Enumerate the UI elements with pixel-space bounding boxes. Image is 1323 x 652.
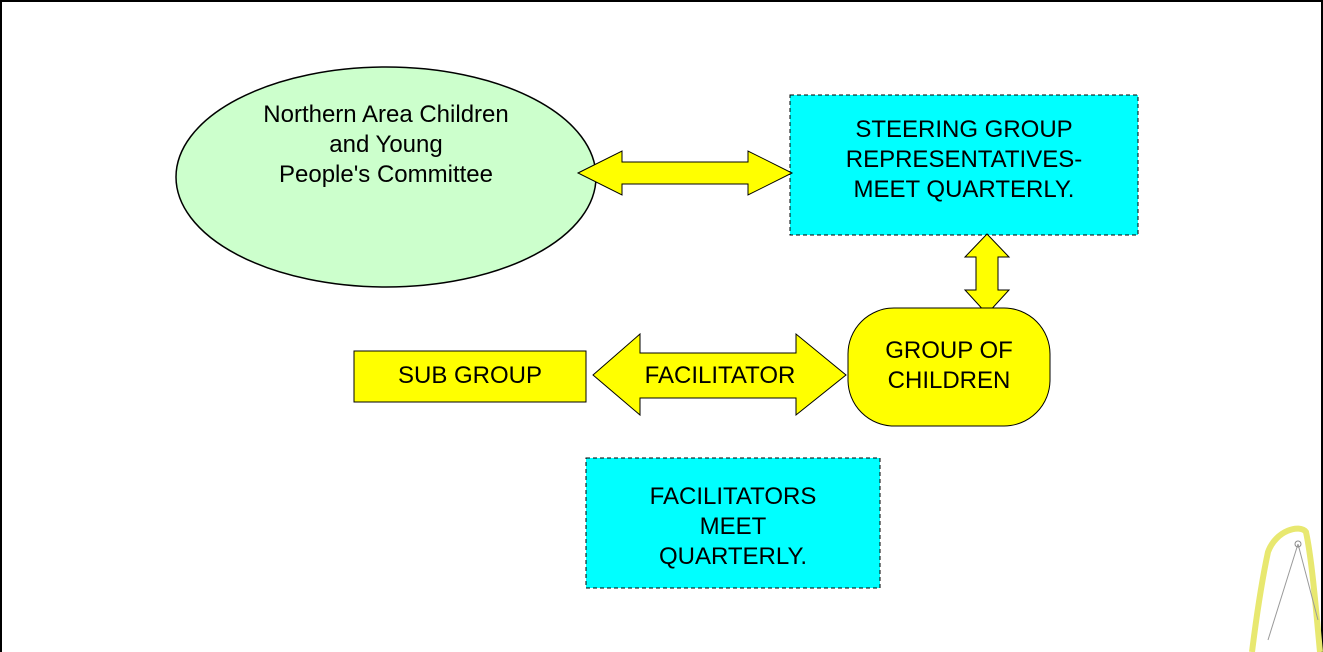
facilitator-text: FACILITATOR	[644, 362, 796, 389]
facilitators-meet-box	[585, 457, 881, 589]
committee-line-3: People's Committee	[278, 161, 493, 188]
decorative-sketch-dot	[1294, 540, 1302, 548]
decorative-sketch-lines	[1267, 543, 1319, 641]
steering-line-3: MEET QUARTERLY.	[853, 176, 1075, 203]
steering-group-box	[789, 94, 1139, 236]
facilitators-line-2: MEET	[699, 513, 767, 540]
sub-group-box	[353, 350, 587, 403]
group-of-children-shape	[847, 307, 1051, 427]
facilitators-line-3: QUARTERLY.	[658, 543, 808, 570]
steering-line-2: REPRESENTATIVES-	[845, 146, 1083, 173]
steering-children-arrow	[963, 233, 1011, 315]
facilitators-line-1: FACILITATORS	[649, 483, 817, 510]
facilitator-arrow	[592, 332, 847, 417]
sub-group-label: SUB GROUP	[354, 361, 586, 391]
group-of-children-label: GROUP OF CHILDREN	[848, 336, 1050, 396]
committee-label: Northern Area Children and Young People'…	[196, 100, 576, 190]
facilitator-label: FACILITATOR	[610, 361, 830, 391]
committee-steering-arrow	[576, 150, 794, 196]
children-line-2: CHILDREN	[887, 367, 1011, 394]
steering-line-1: STEERING GROUP	[855, 116, 1073, 143]
committee-line-1: Northern Area Children	[263, 101, 509, 128]
facilitators-meet-label: FACILITATORS MEET QUARTERLY.	[586, 482, 880, 572]
children-line-1: GROUP OF	[885, 337, 1013, 364]
steering-group-label: STEERING GROUP REPRESENTATIVES- MEET QUA…	[790, 115, 1138, 205]
committee-line-2: and Young	[329, 131, 443, 158]
decorative-sketch	[1249, 525, 1323, 652]
sub-group-text: SUB GROUP	[397, 362, 543, 389]
